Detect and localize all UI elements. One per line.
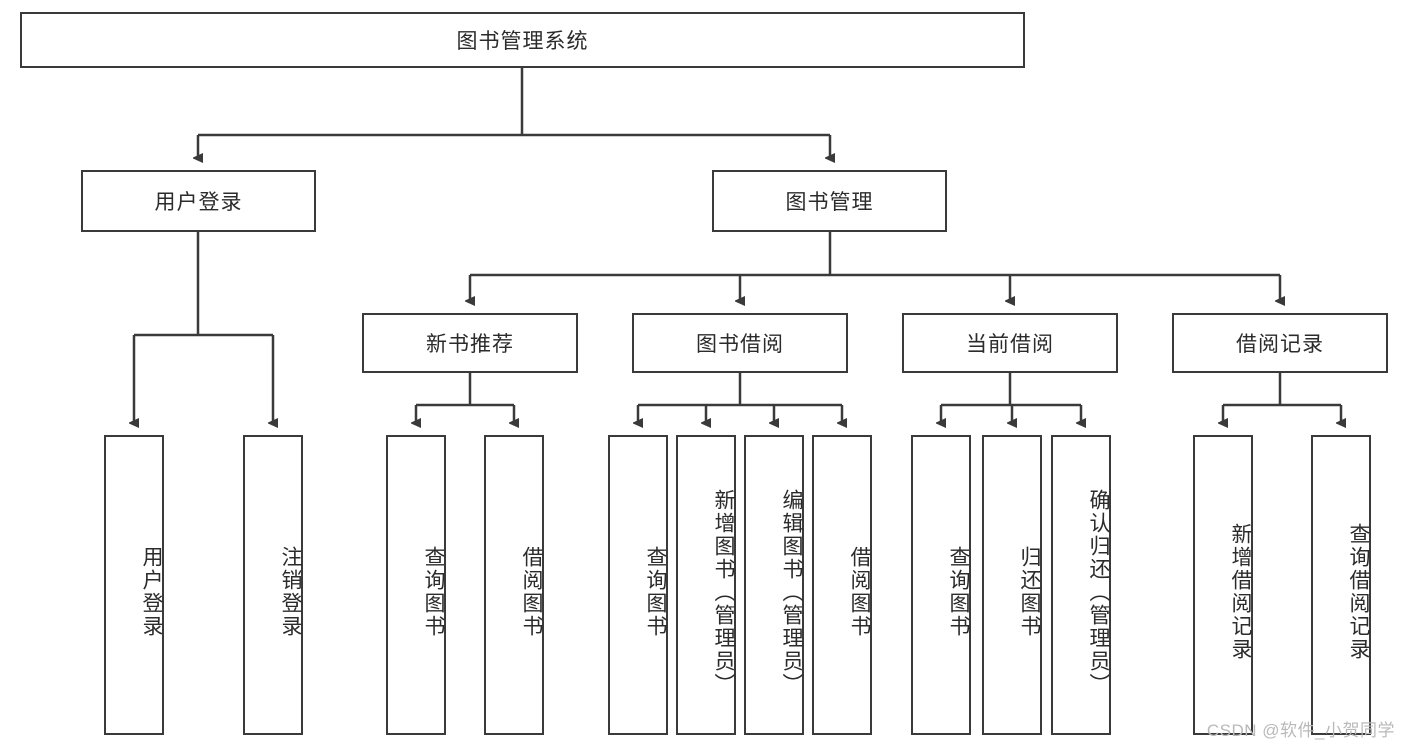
leaf-add-borrow-record[interactable]: 新增借阅记录	[1193, 435, 1253, 735]
node-book-borrow[interactable]: 图书借阅	[632, 313, 848, 373]
leaf-return-book[interactable]: 归还图书	[982, 435, 1042, 735]
node-new-book-recommend[interactable]: 新书推荐	[362, 313, 578, 373]
node-label: 新增借阅记录	[1229, 523, 1252, 661]
node-label: 借阅图书	[848, 546, 871, 638]
leaf-add-book-admin[interactable]: 新增图书（管理员）	[676, 435, 736, 735]
watermark-text: CSDN @软件_小贺同学	[1206, 721, 1395, 740]
node-label: 查询图书	[947, 546, 970, 638]
node-label: 图书管理	[785, 191, 874, 214]
node-label: 新增图书（管理员）	[712, 488, 735, 696]
node-label: 用户登录	[154, 191, 243, 214]
leaf-query-books-current[interactable]: 查询图书	[911, 435, 971, 735]
node-label: 编辑图书（管理员）	[780, 488, 803, 696]
node-label: 新书推荐	[426, 333, 514, 356]
node-label: 借阅图书	[520, 546, 543, 638]
leaf-borrow-book[interactable]: 借阅图书	[812, 435, 872, 735]
leaf-borrow-books-new[interactable]: 借阅图书	[484, 435, 544, 735]
leaf-query-books-borrow[interactable]: 查询图书	[608, 435, 668, 735]
node-label: 归还图书	[1018, 546, 1041, 638]
node-label: 图书借阅	[696, 333, 784, 356]
node-label: 用户登录	[140, 546, 163, 638]
node-label: 确认归还（管理员）	[1087, 488, 1110, 696]
leaf-query-books-new[interactable]: 查询图书	[386, 435, 446, 735]
leaf-edit-book-admin[interactable]: 编辑图书（管理员）	[744, 435, 804, 735]
node-current-borrow[interactable]: 当前借阅	[902, 313, 1118, 373]
node-user-login[interactable]: 用户登录	[81, 170, 316, 232]
node-label: 查询借阅记录	[1347, 523, 1370, 661]
leaf-query-borrow-record[interactable]: 查询借阅记录	[1311, 435, 1371, 735]
leaf-confirm-return-admin[interactable]: 确认归还（管理员）	[1051, 435, 1111, 735]
node-borrow-records[interactable]: 借阅记录	[1172, 313, 1388, 373]
node-label: 查询图书	[422, 546, 445, 638]
node-label: 注销登录	[279, 546, 302, 638]
node-label: 借阅记录	[1236, 333, 1324, 356]
leaf-user-login[interactable]: 用户登录	[104, 435, 164, 735]
node-label: 查询图书	[644, 546, 667, 638]
node-book-management[interactable]: 图书管理	[712, 170, 947, 232]
node-label: 图书管理系统	[456, 30, 589, 53]
leaf-logout[interactable]: 注销登录	[243, 435, 303, 735]
node-label: 当前借阅	[966, 333, 1054, 356]
node-root-system[interactable]: 图书管理系统	[20, 12, 1025, 68]
